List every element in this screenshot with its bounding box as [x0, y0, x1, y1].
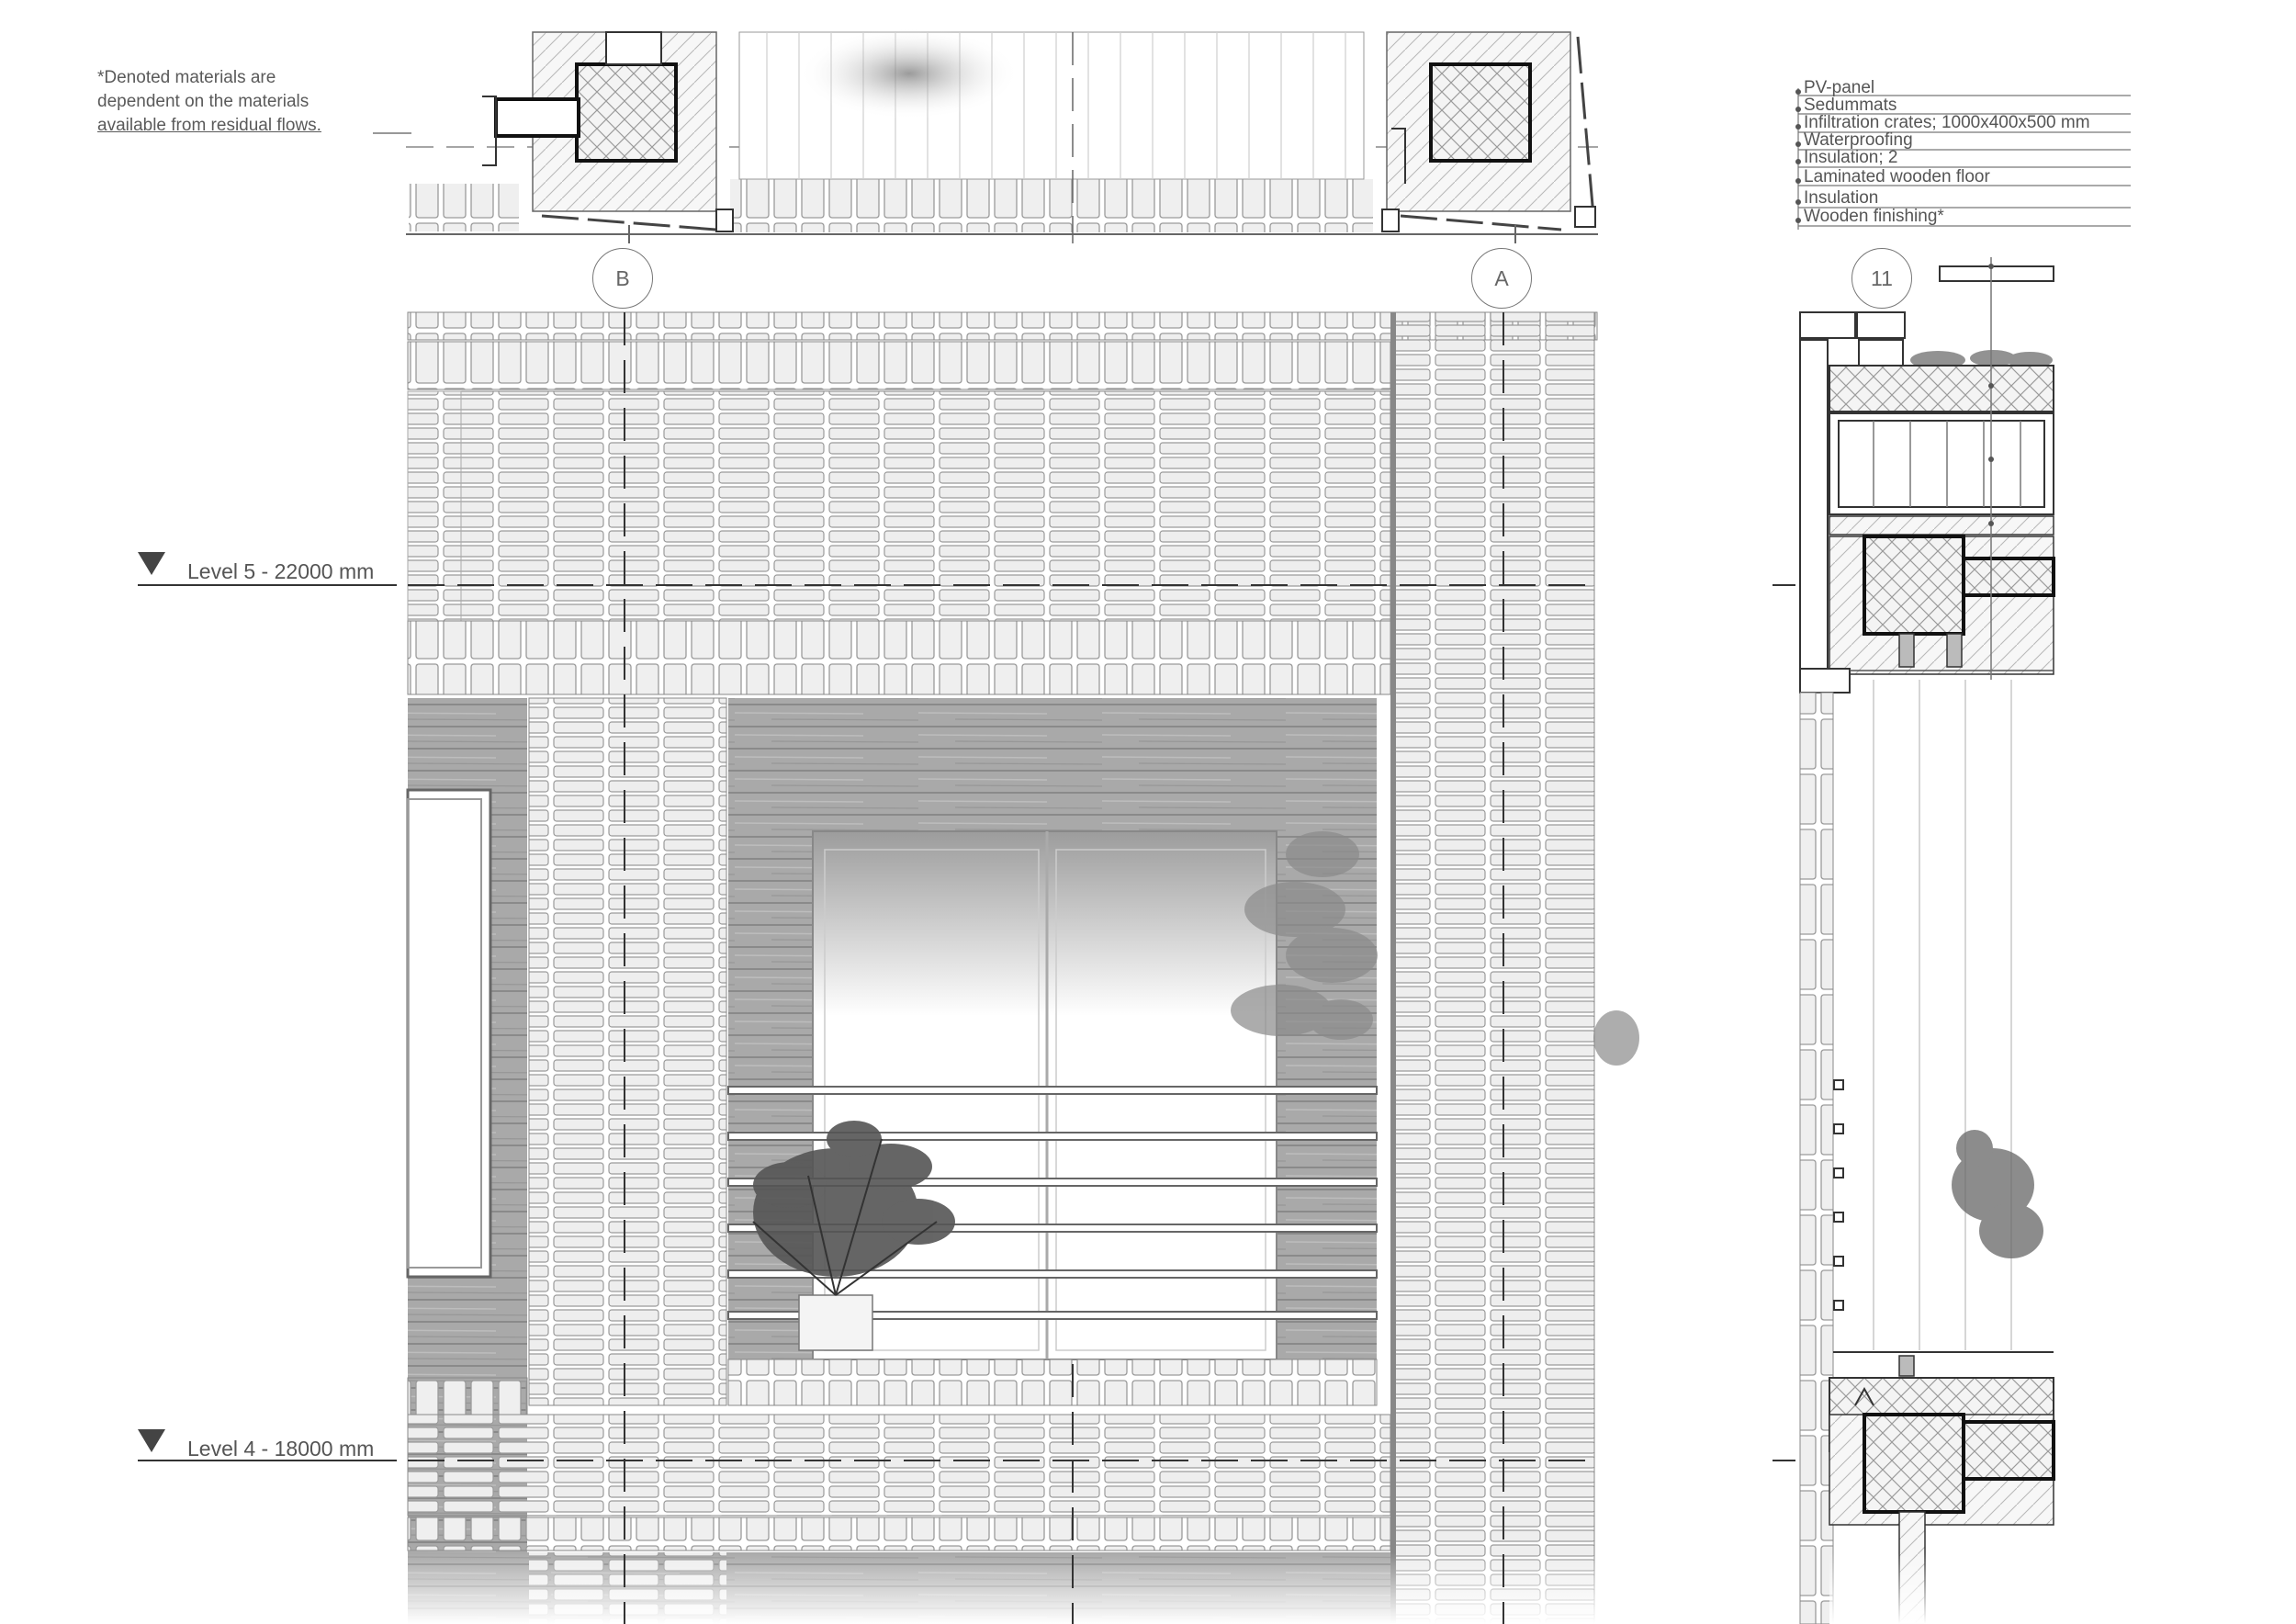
level-marker-icon — [138, 1429, 165, 1452]
material-label: Wooden finishing* — [1804, 207, 1944, 226]
detail-section-right — [1795, 88, 2131, 1624]
material-label: Laminated wooden floor — [1804, 167, 1990, 186]
grid-marker-b: B — [592, 248, 653, 309]
plan-section-top — [373, 28, 1598, 243]
note-line: dependent on the materials — [97, 92, 310, 111]
grid-marker-11: 11 — [1851, 248, 1912, 309]
level-label-5: Level 5 - 22000 mm — [187, 559, 375, 583]
potted-plant — [752, 1121, 955, 1351]
note-line: available from residual flows. — [97, 116, 321, 135]
grid-marker-a: A — [1471, 248, 1532, 309]
material-label: Insulation; 2 — [1804, 148, 1898, 167]
material-label: Insulation — [1804, 188, 1879, 208]
material-label: Sedummats — [1804, 96, 1897, 115]
tree-foliage — [1231, 831, 1639, 1066]
level-label-4: Level 4 - 18000 mm — [187, 1437, 375, 1460]
materials-note: *Denoted materials are dependent on the … — [97, 66, 321, 138]
material-label: PV-panel — [1804, 78, 1875, 97]
note-line: *Denoted materials are — [97, 68, 276, 87]
main-facade-elevation — [138, 311, 1795, 1624]
material-label: Waterproofing — [1804, 130, 1913, 150]
material-label: Infiltration crates; 1000x400x500 mm — [1804, 113, 2090, 132]
level-marker-icon — [138, 552, 165, 575]
